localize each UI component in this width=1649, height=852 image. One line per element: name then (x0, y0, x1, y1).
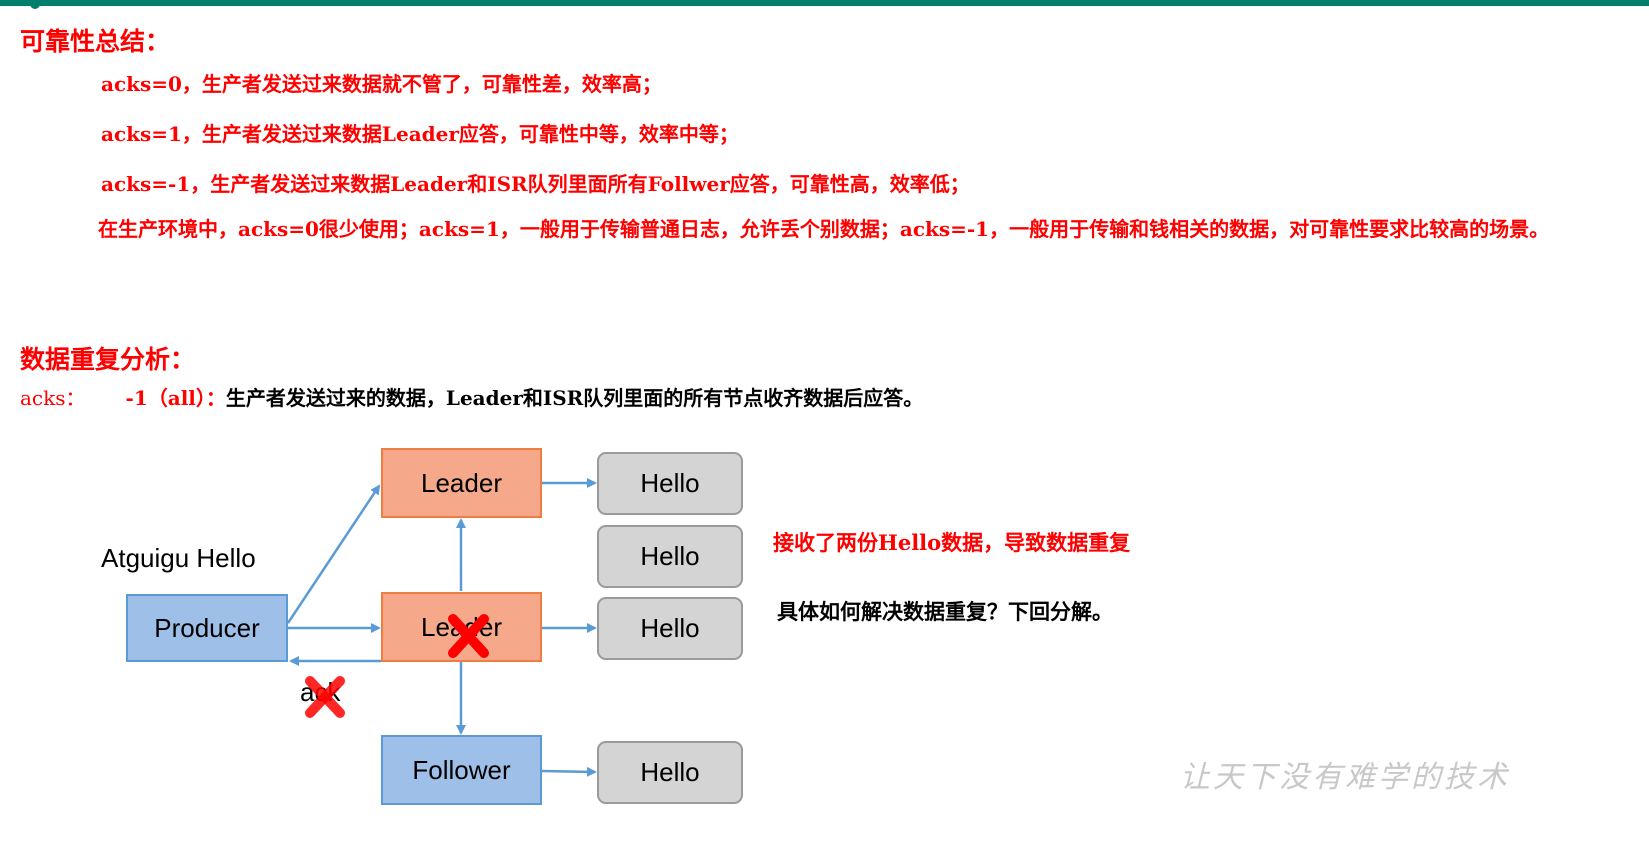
hello-label: Hello (640, 757, 700, 787)
new-leader-node: Leader (381, 448, 542, 518)
hello-message-follower: Hello (597, 741, 743, 804)
top-accent-tab (30, 3, 40, 9)
question-note: 具体如何解决数据重复？下回分解。 (777, 599, 1113, 624)
follower-label: Follower (412, 754, 511, 785)
producer-node: Producer (126, 594, 288, 662)
hello-message-new-leader: Hello (597, 452, 743, 515)
acks-definition: acks： -1（all）：生产者发送过来的数据，Leader和ISR队列里面的所… (20, 382, 923, 411)
duplicate-note: 接收了两份Hello数据，导致数据重复 (773, 530, 1131, 555)
hello-message-duplicate: Hello (597, 525, 743, 588)
leader-failure-cross-icon (448, 614, 489, 658)
hello-label: Hello (640, 613, 700, 643)
summary-heading: 可靠性总结： (20, 27, 171, 56)
acks-key: acks： (20, 386, 86, 410)
ack-failure-cross-icon (305, 676, 345, 718)
arrow-follower-to-hello (541, 766, 597, 777)
watermark-slogan: 让天下没有难学的技术 (1180, 760, 1510, 795)
summary-line-acks1: acks=1，生产者发送过来数据Leader应答，可靠性中等，效率中等； (101, 122, 739, 146)
summary-line-acks-minus1: acks=-1，生产者发送过来数据Leader和ISR队列里面所有Follwer… (101, 172, 970, 196)
producer-message: Atguigu Hello (101, 543, 256, 573)
hello-label: Hello (640, 468, 700, 498)
analysis-heading: 数据重复分析： (20, 345, 196, 374)
summary-line-acks0: acks=0，生产者发送过来数据就不管了，可靠性差，效率高； (101, 72, 662, 96)
production-note: 在生产环境中，acks=0很少使用；acks=1，一般用于传输普通日志，允许丢个… (98, 217, 1550, 241)
new-leader-label: Leader (421, 467, 502, 498)
top-accent-bar (0, 0, 1649, 6)
producer-label: Producer (154, 612, 260, 643)
follower-node: Follower (381, 735, 542, 805)
hello-message-leader: Hello (597, 597, 743, 660)
hello-label: Hello (640, 541, 700, 571)
arrow-producer-to-new-leader (286, 484, 381, 624)
acks-value: -1（all）： (125, 386, 226, 410)
acks-description: 生产者发送过来的数据，Leader和ISR队列里面的所有节点收齐数据后应答。 (225, 386, 924, 410)
